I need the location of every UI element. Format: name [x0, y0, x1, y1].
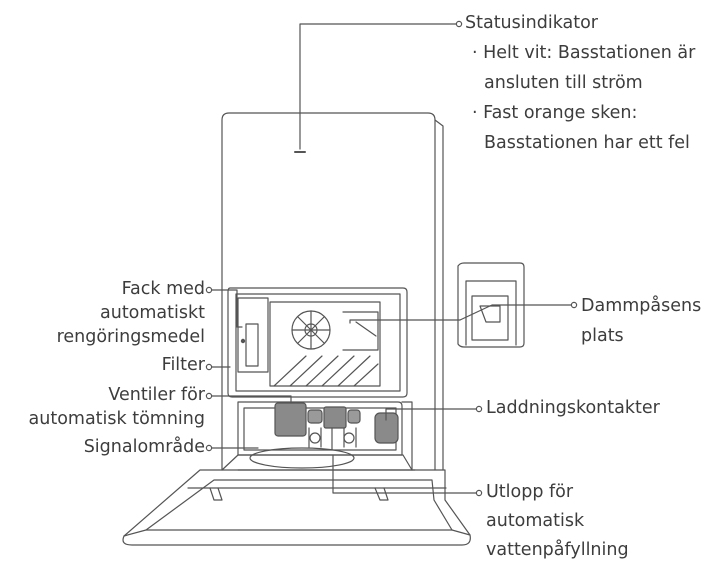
status-indicator-label: Statusindikator · Helt vit: Basstationen… — [465, 11, 695, 155]
valve-small-1 — [307, 409, 323, 424]
dustbag-detail — [479, 305, 501, 323]
filter-spokes — [291, 310, 331, 350]
leader-outlet — [332, 454, 477, 494]
charging-label: Laddningskontakter — [486, 396, 660, 420]
filter-text: Filter — [161, 355, 205, 375]
dot-filter — [205, 363, 213, 371]
leader-valves — [211, 395, 292, 404]
dock-wall — [401, 401, 413, 471]
leader-dustbag-main — [349, 319, 461, 324]
detergent-line2: automatiskt — [100, 303, 205, 323]
valves-label: Ventiler för automatisk tömning — [29, 383, 205, 431]
valve-small-2 — [347, 409, 361, 424]
filter-diagonal — [355, 321, 377, 337]
outlet-line2: automatisk — [486, 511, 585, 531]
status-bullet1-line1: · Helt vit: Basstationen är — [472, 43, 696, 63]
station-tower-side — [434, 119, 444, 471]
leader-dustbag — [459, 304, 572, 321]
dock-upper — [237, 454, 413, 471]
signal-label: Signalområde — [84, 435, 205, 459]
detergent-label: Fack med automatiskt rengöringsmedel — [57, 277, 205, 349]
contact-tubes — [308, 427, 357, 451]
filter-label: Filter — [162, 353, 205, 377]
leader-charging — [385, 408, 477, 421]
ramp-front — [123, 529, 471, 537]
status-bullet1-line2: ansluten till ström — [484, 73, 643, 93]
ramp-slot-right — [374, 487, 389, 501]
dot-detergent — [205, 286, 213, 294]
station-tower — [221, 112, 436, 471]
contact-round-2 — [343, 432, 355, 444]
dustbag-opening — [471, 295, 509, 341]
status-bullet2-line1: · Fast orange sken: — [472, 103, 638, 123]
dot-status — [455, 20, 463, 28]
dustbag-line1: Dammpåsens — [581, 296, 702, 316]
status-title: Statusindikator — [465, 13, 599, 33]
filter-frame — [269, 301, 381, 387]
compartment-inner — [235, 293, 401, 392]
detergent-slot — [245, 323, 259, 367]
dock-signal-area — [249, 447, 355, 469]
ramp-base — [122, 469, 471, 546]
dot-charging — [475, 405, 483, 413]
detergent-line1: Fack med — [121, 279, 205, 299]
charging-text: Laddningskontakter — [486, 398, 660, 418]
outlet-line1: Utlopp för — [486, 482, 574, 502]
dustbag-label: Dammpåsens plats — [581, 294, 701, 348]
detergent-box — [237, 297, 269, 373]
detergent-dot — [240, 338, 246, 344]
leader-detergent — [211, 289, 243, 328]
leader-status — [299, 23, 457, 150]
valves-line2: automatisk tömning — [28, 409, 205, 429]
filter-side — [342, 311, 379, 351]
signal-text: Signalområde — [83, 437, 205, 457]
ramp-inner — [145, 479, 453, 531]
outlet-line3: vattenpåfyllning — [486, 540, 629, 560]
dustbag-line2: plats — [581, 326, 624, 346]
valve-pad-left — [274, 402, 307, 437]
contact-round-1 — [309, 432, 321, 444]
dot-signal — [205, 444, 213, 452]
lower-area — [237, 401, 403, 456]
detergent-line3: rengöringsmedel — [56, 327, 205, 347]
dustbag-inner — [465, 280, 517, 346]
valve-pad-mid — [323, 406, 347, 429]
ramp-slot-left — [209, 487, 223, 501]
valves-line1: Ventiler för — [108, 385, 205, 405]
outlet-label: Utlopp för automatisk vattenpåfyllning — [486, 480, 629, 562]
dustbag-inset — [457, 262, 525, 348]
filter-ribs — [273, 355, 379, 387]
dot-valves — [205, 392, 213, 400]
status-bullet2-line2: Basstationen har ett fel — [484, 133, 690, 153]
dot-dustbag — [570, 301, 578, 309]
dot-outlet — [475, 489, 483, 497]
